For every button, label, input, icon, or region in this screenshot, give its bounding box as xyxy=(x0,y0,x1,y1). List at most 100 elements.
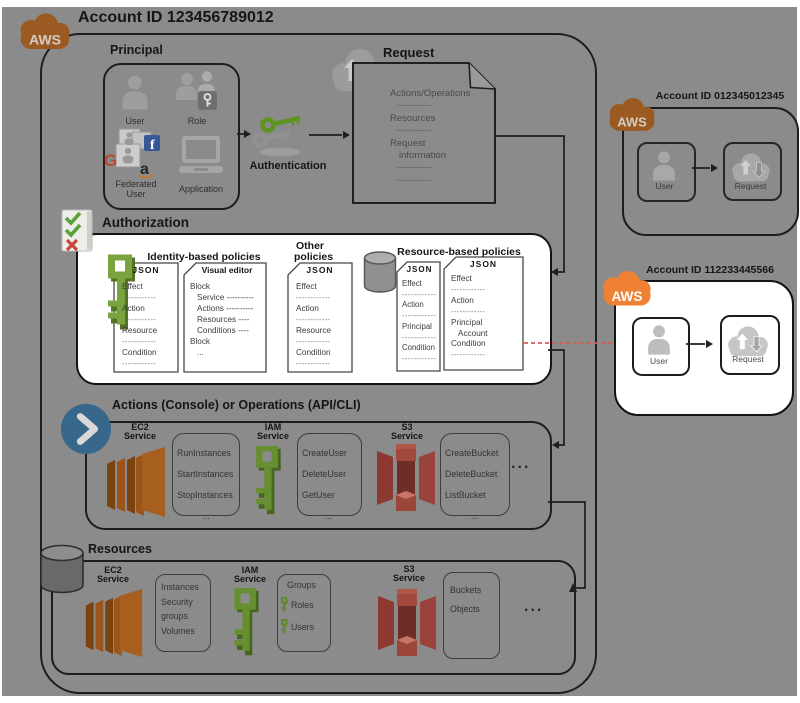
federated-user-label-line1: Federated xyxy=(115,179,157,189)
request-title: Request xyxy=(383,45,435,60)
user-label: User xyxy=(125,116,145,126)
role-label: Role xyxy=(187,116,207,126)
amazon-smile-icon xyxy=(139,173,154,178)
resource-json1-lines: Effect ------------ Action ------------ … xyxy=(402,279,437,363)
resources-box xyxy=(51,560,576,675)
s3-resources-list-box xyxy=(443,572,500,659)
main-account-title: Account ID 123456789012 xyxy=(78,9,274,26)
svg-text:G: G xyxy=(104,151,117,170)
federated-user-label-line2: User xyxy=(126,189,146,199)
principal-box xyxy=(103,63,240,210)
svg-text:AWS: AWS xyxy=(29,31,61,47)
ec2-actions-items: RunInstances StartInstances StopInstance… xyxy=(177,448,234,521)
s3-resources-name-line1: S3 xyxy=(403,564,415,574)
actions-title: Actions (Console) or Operations (API/CLI… xyxy=(112,398,361,412)
svg-text:AWS: AWS xyxy=(617,115,647,130)
account-top-user-box xyxy=(637,142,696,202)
account-bottom-user-box xyxy=(632,317,690,376)
resources-title: Resources xyxy=(88,542,152,556)
database-cylinder-icon xyxy=(40,544,84,594)
iam-actions-list-box xyxy=(297,433,362,516)
main-account-box xyxy=(40,33,597,694)
iam-actions-name-line1: IAM xyxy=(264,422,282,432)
resource-json1-header: JSON xyxy=(406,265,433,274)
s3-service-icon xyxy=(377,444,435,511)
identity-json-header: JSON xyxy=(132,265,160,275)
account-top-request-box xyxy=(723,142,782,201)
actions-box xyxy=(85,421,552,530)
other-policies-title-line1: Other xyxy=(296,240,325,252)
role-icon xyxy=(176,71,217,110)
aws-cloud-icon: AWS xyxy=(609,98,655,131)
identity-policies-title: Identity-based policies xyxy=(147,251,261,263)
iam-resources-name-line1: IAM xyxy=(241,565,259,575)
other-policies-title-line2: policies xyxy=(294,251,334,263)
account-top-user-label: User xyxy=(655,181,674,191)
request-document-lines: Actions/Operations ----------- Resources… xyxy=(390,88,471,186)
resource-json2-lines: Effect ------------ Action ------------ … xyxy=(451,274,488,360)
other-json-header: JSON xyxy=(306,265,334,275)
iam-actions-items: CreateUser DeleteUser GetUser ... xyxy=(302,448,347,521)
s3-actions-name-line1: S3 xyxy=(401,422,413,432)
user-icon xyxy=(653,151,675,181)
aws-cloud-icon: AWS xyxy=(603,271,651,306)
actions-ellipsis: ... xyxy=(511,455,531,472)
s3-actions-items: CreateBucket DeleteBucket ListBucket ... xyxy=(445,448,499,521)
visual-editor-lines: Block Service ---------- Actions -------… xyxy=(190,282,254,357)
account-bottom-request-label: Request xyxy=(732,354,764,364)
authorization-title: Authorization xyxy=(102,215,189,230)
ec2-resources-name-line1: EC2 xyxy=(104,565,122,575)
authentication-label: Authentication xyxy=(249,160,327,172)
s3-service-icon xyxy=(378,589,436,656)
account-bottom-user-label: User xyxy=(650,356,668,366)
svg-text:AWS: AWS xyxy=(611,289,642,304)
key-bullet-icon xyxy=(281,619,288,634)
iam-key-icon xyxy=(256,446,281,515)
resource-json2-header: JSON xyxy=(469,259,498,269)
authorization-checklist-icon xyxy=(61,209,93,252)
account-bottom-title: Account ID 112233445566 xyxy=(646,264,774,276)
other-json-lines: Effect ------------ Action ------------ … xyxy=(296,282,332,368)
ec2-service-icon xyxy=(107,447,165,517)
svg-text:f: f xyxy=(150,138,155,153)
application-laptop-icon xyxy=(179,136,223,173)
s3-actions-name-line2: Service xyxy=(390,431,424,441)
s3-actions-list-box xyxy=(440,433,510,516)
application-label: Application xyxy=(178,184,224,194)
ec2-service-icon xyxy=(85,588,143,658)
s3-resources-name-line2: Service xyxy=(392,573,426,583)
chevron-circle-icon xyxy=(60,403,112,455)
account-top-request-label: Request xyxy=(734,181,767,191)
user-icon xyxy=(648,325,670,355)
database-cylinder-icon xyxy=(363,251,397,293)
iam-resources-name-line2: Service xyxy=(233,574,267,584)
request-cloud-icon xyxy=(728,326,768,357)
svg-text:a: a xyxy=(140,161,149,178)
ec2-resources-name-line2: Service xyxy=(96,574,130,584)
iam-resources-list-box xyxy=(277,574,331,652)
request-cloud-icon xyxy=(732,153,770,182)
iam-resources-item-users: Users xyxy=(281,619,314,634)
iam-key-icon xyxy=(234,588,259,656)
account-top-title: Account ID 012345012345 xyxy=(655,90,785,102)
resource-policies-title: Resource-based policies xyxy=(397,246,521,258)
s3-resources-items: Buckets Objects xyxy=(450,585,482,614)
ec2-actions-list-box xyxy=(172,433,240,516)
ec2-actions-name-line2: Service xyxy=(123,431,157,441)
iam-resources-item-roles: Roles xyxy=(281,597,314,612)
ec2-resources-list-box xyxy=(155,574,211,652)
resources-ellipsis: ... xyxy=(524,598,544,615)
facebook-icon xyxy=(144,135,160,151)
account-top-box xyxy=(622,107,799,236)
user-icon xyxy=(122,75,148,110)
identity-json-lines: Effect ------------ Action ------------ … xyxy=(122,282,158,368)
ec2-actions-name-line1: EC2 xyxy=(131,422,149,432)
aws-cloud-icon: AWS xyxy=(20,13,70,50)
iam-resources-item-groups: Groups xyxy=(287,580,316,590)
principal-title: Principal xyxy=(110,43,163,57)
authentication-keys-icon xyxy=(252,115,301,157)
federated-user-icon: G f a xyxy=(104,128,160,178)
visual-editor-header: Visual editor xyxy=(201,265,253,275)
iam-actions-name-line2: Service xyxy=(256,431,290,441)
